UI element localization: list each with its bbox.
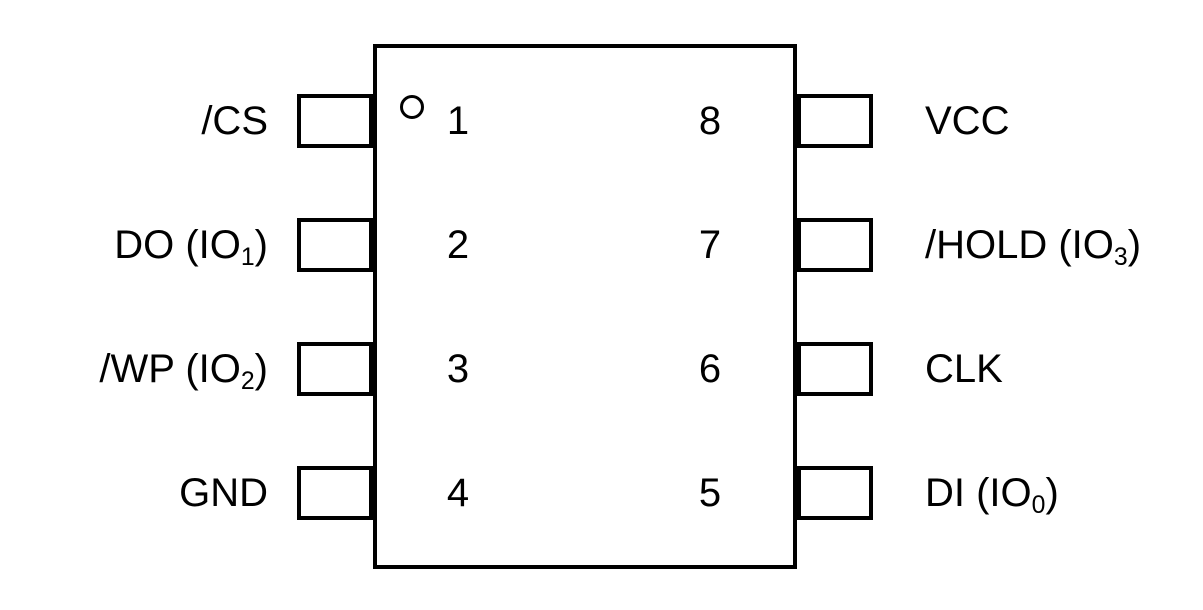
pin-pad-8 <box>797 94 873 148</box>
pin-label-di-subscript: 0 <box>1031 491 1046 519</box>
pin-label-wp-subscript: 2 <box>240 367 255 395</box>
pin-number-3: 3 <box>446 347 470 391</box>
package-body-outline <box>373 44 797 569</box>
pin-label-di-name: DI (IO <box>925 471 1032 515</box>
pin-label-hold-subscript: 3 <box>1113 243 1128 271</box>
pin-label-hold: /HOLD (IO3) <box>925 218 1203 272</box>
pin-label-vcc-name: VCC <box>925 99 1010 143</box>
pin-label-gnd-name: GND <box>179 471 268 515</box>
pin-number-1: 1 <box>446 99 470 143</box>
pin-number-2: 2 <box>446 223 470 267</box>
pin-number-4: 4 <box>446 471 470 515</box>
pin-label-clk-name: CLK <box>925 347 1003 391</box>
pin-label-vcc: VCC <box>925 94 1203 148</box>
pin-pad-6 <box>797 342 873 396</box>
pin-pad-4 <box>297 466 373 520</box>
pin-label-di: DI (IO0) <box>925 466 1203 520</box>
pin-label-do-name: DO (IO <box>114 223 241 267</box>
pin-label-hold-suffix: ) <box>1127 223 1142 267</box>
pin-label-wp: /WP (IO2) <box>0 342 268 396</box>
pin-label-di-suffix: ) <box>1045 471 1059 515</box>
pin-label-gnd: GND <box>0 466 268 520</box>
pin-label-hold-name: /HOLD (IO <box>925 223 1114 267</box>
pin-number-7: 7 <box>698 223 722 267</box>
pin-label-wp-suffix: ) <box>254 347 268 391</box>
pin-number-8: 8 <box>698 99 722 143</box>
pin-label-wp-name: /WP (IO <box>99 347 241 391</box>
pin-number-5: 5 <box>698 471 722 515</box>
pin1-dot-icon <box>400 95 424 119</box>
pin-label-do-suffix: ) <box>254 223 268 267</box>
pin-pad-7 <box>797 218 873 272</box>
pin-pad-2 <box>297 218 373 272</box>
pin-label-do: DO (IO1) <box>0 218 268 272</box>
pin-label-do-subscript: 1 <box>240 243 255 271</box>
pin-label-cs-name: /CS <box>201 99 268 143</box>
pin-pad-5 <box>797 466 873 520</box>
pin-label-cs: /CS <box>0 94 268 148</box>
pin-pad-3 <box>297 342 373 396</box>
pin-pad-1 <box>297 94 373 148</box>
pin-number-6: 6 <box>698 347 722 391</box>
pin-label-clk: CLK <box>925 342 1203 396</box>
